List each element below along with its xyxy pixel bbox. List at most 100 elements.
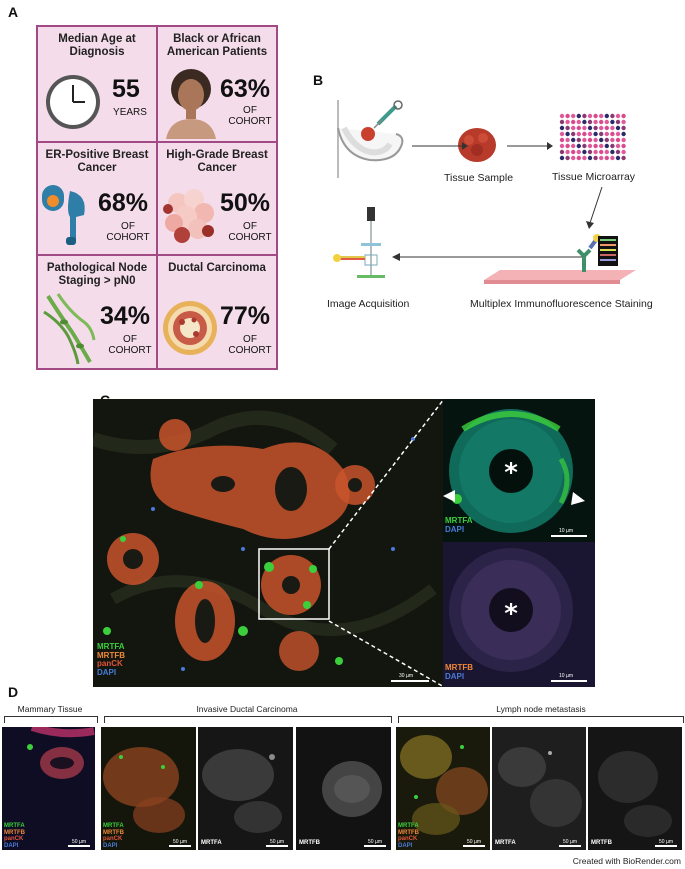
single-channel-label: MRTFB: [299, 840, 320, 846]
lymph-merge-image: [396, 727, 490, 850]
arrow-icon: [507, 142, 553, 150]
d-lymph-mrtfb: MRTFB 50 µm: [588, 727, 682, 850]
cohort-value: 55: [112, 75, 140, 103]
cohort-unit: YEARS: [113, 107, 147, 118]
cell-cluster-icon: [163, 189, 214, 243]
cohort-title: Median Age at Diagnosis: [58, 33, 136, 58]
zoom-lines: [328, 398, 445, 688]
cohort-value: 77%: [220, 302, 271, 330]
cohort-value: 63%: [220, 75, 271, 103]
footer-credit: Created with BioRender.com: [572, 856, 681, 866]
legend-mrtfa: MRTFA: [398, 823, 419, 829]
cohort-card-median-age: Median Age at Diagnosis 55 YEARS: [36, 25, 158, 143]
staining-slide-icon: [484, 234, 636, 284]
cohort-title: Ductal Carcinoma: [168, 262, 266, 274]
cohort-value: 68%: [98, 189, 149, 217]
idc-merge-image: [101, 727, 196, 850]
mrtfb-inset-image: *: [443, 542, 595, 687]
group-bracket: [104, 716, 392, 723]
d-idc-merge: MRTFA MRTFB panCK DAPI 50 µm: [101, 727, 196, 850]
d-lymph-mrtfa: MRTFA 50 µm: [492, 727, 586, 850]
scale-bar: [266, 845, 288, 847]
cohort-unit: OF COHORT: [108, 334, 152, 356]
scale-bar: [169, 845, 191, 847]
legend-mrtfb: MRTFB: [4, 829, 25, 836]
panel-c-mrtfa-inset: * MRTFA DAPI 10 µm: [443, 399, 595, 542]
scale-label: 10 µm: [559, 673, 573, 679]
tissue-sample-label: Tissue Sample: [444, 172, 514, 184]
cohort-card-ductal: Ductal Carcinoma 77% OF COHORT: [156, 254, 278, 370]
cohort-unit: OF COHORT: [228, 334, 272, 356]
single-channel-label: MRTFA: [201, 840, 222, 846]
cohort-card-node-staging: Pathological Node Staging > pN0 34% OF C…: [36, 254, 158, 370]
legend-mrtfa: MRTFA: [103, 823, 124, 829]
staining-label: Multiplex Immunofluorescence Staining: [470, 298, 653, 310]
lymph-mrtfa-image: [492, 727, 586, 850]
legend-dapi: DAPI: [4, 842, 19, 849]
legend-dapi: DAPI: [398, 842, 413, 849]
acquisition-label: Image Acquisition: [327, 298, 410, 310]
panel-label-d: D: [8, 684, 19, 700]
d-merge-legend: MRTFA MRTFB panCK DAPI: [103, 823, 124, 849]
legend-mrtfb: MRTFB: [103, 829, 124, 836]
legend-panck: panCK: [97, 659, 123, 668]
cohort-card-er-positive: ER-Positive Breast Cancer 68% OF COHORT: [36, 141, 158, 256]
svg-text:*: *: [504, 458, 518, 488]
group-title-lymph: Lymph node metastasis: [496, 704, 586, 714]
receptor-icon: [42, 185, 85, 245]
panel-c-main-image: MRTFA MRTFB panCK DAPI 30 µm: [93, 399, 443, 687]
d-idc-mrtfb: MRTFB 50 µm: [296, 727, 391, 850]
patient-icon: [166, 69, 216, 139]
legend-mrtfb: MRTFB: [445, 663, 473, 672]
scale-label: 50 µm: [173, 839, 187, 845]
legend-dapi: DAPI: [445, 524, 465, 534]
svg-text:*: *: [504, 599, 518, 629]
main-legend: MRTFA MRTFB panCK DAPI: [97, 642, 125, 677]
legend-mrtfb: MRTFB: [398, 829, 419, 836]
tissue-microarray-label: Tissue Microarray: [552, 171, 636, 183]
scale-label: 50 µm: [72, 839, 86, 845]
bottom-inset-legend: MRTFB DAPI: [445, 663, 473, 681]
panel-c-mrtfb-inset: * MRTFB DAPI 10 µm: [443, 542, 595, 687]
scale-label: 50 µm: [659, 839, 673, 845]
single-channel-label: MRTFB: [591, 840, 612, 846]
scale-bar: [391, 680, 429, 682]
scale-bar: [364, 845, 386, 847]
breast-biopsy-icon: [337, 100, 404, 178]
microscope-icon: [333, 207, 385, 278]
cohort-card-black-patients: Black or African American Patients 63% O…: [156, 25, 278, 143]
cohort-value: 50%: [220, 189, 271, 217]
scale-bar: [551, 535, 587, 537]
arrow-icon: [586, 186, 603, 229]
scale-label: 30 µm: [399, 673, 413, 679]
cohort-title: Black or African American Patients: [166, 33, 268, 58]
scale-label: 50 µm: [368, 839, 382, 845]
scale-bar: [655, 845, 677, 847]
d-idc-mrtfa: MRTFA 50 µm: [198, 727, 293, 850]
legend-mrtfa: MRTFA: [445, 516, 473, 525]
tissue-microarray-icon: [559, 113, 626, 161]
panel-label-b: B: [313, 72, 324, 88]
d-lymph-merge: MRTFA MRTFB panCK DAPI 50 µm: [396, 727, 490, 850]
scale-bar: [68, 845, 90, 847]
lymph-vessel-icon: [43, 293, 96, 365]
group-bracket: [398, 716, 684, 723]
d-merge-legend: MRTFA MRTFB panCK DAPI: [4, 823, 25, 849]
arrow-icon: [412, 142, 468, 150]
legend-dapi: DAPI: [445, 671, 465, 681]
lymph-mrtfb-image: [588, 727, 682, 850]
cohort-unit: OF COHORT: [228, 105, 272, 127]
scale-label: 50 µm: [563, 839, 577, 845]
top-inset-legend: MRTFA DAPI: [445, 516, 473, 534]
legend-mrtfb: MRTFB: [97, 650, 125, 660]
arrow-icon: [392, 253, 586, 261]
ductal-tissue-image: [93, 399, 443, 687]
single-channel-label: MRTFA: [495, 840, 516, 846]
idc-mrtfa-image: [198, 727, 293, 850]
cohort-card-high-grade: High-Grade Breast Cancer 50% OF COHORT: [156, 141, 278, 256]
legend-panck: panCK: [4, 836, 24, 842]
group-title-idc: Invasive Ductal Carcinoma: [196, 704, 298, 714]
mrtfa-inset-image: *: [443, 399, 595, 542]
scale-bar: [551, 680, 587, 682]
d-merge-legend: MRTFA MRTFB panCK DAPI: [398, 823, 419, 849]
